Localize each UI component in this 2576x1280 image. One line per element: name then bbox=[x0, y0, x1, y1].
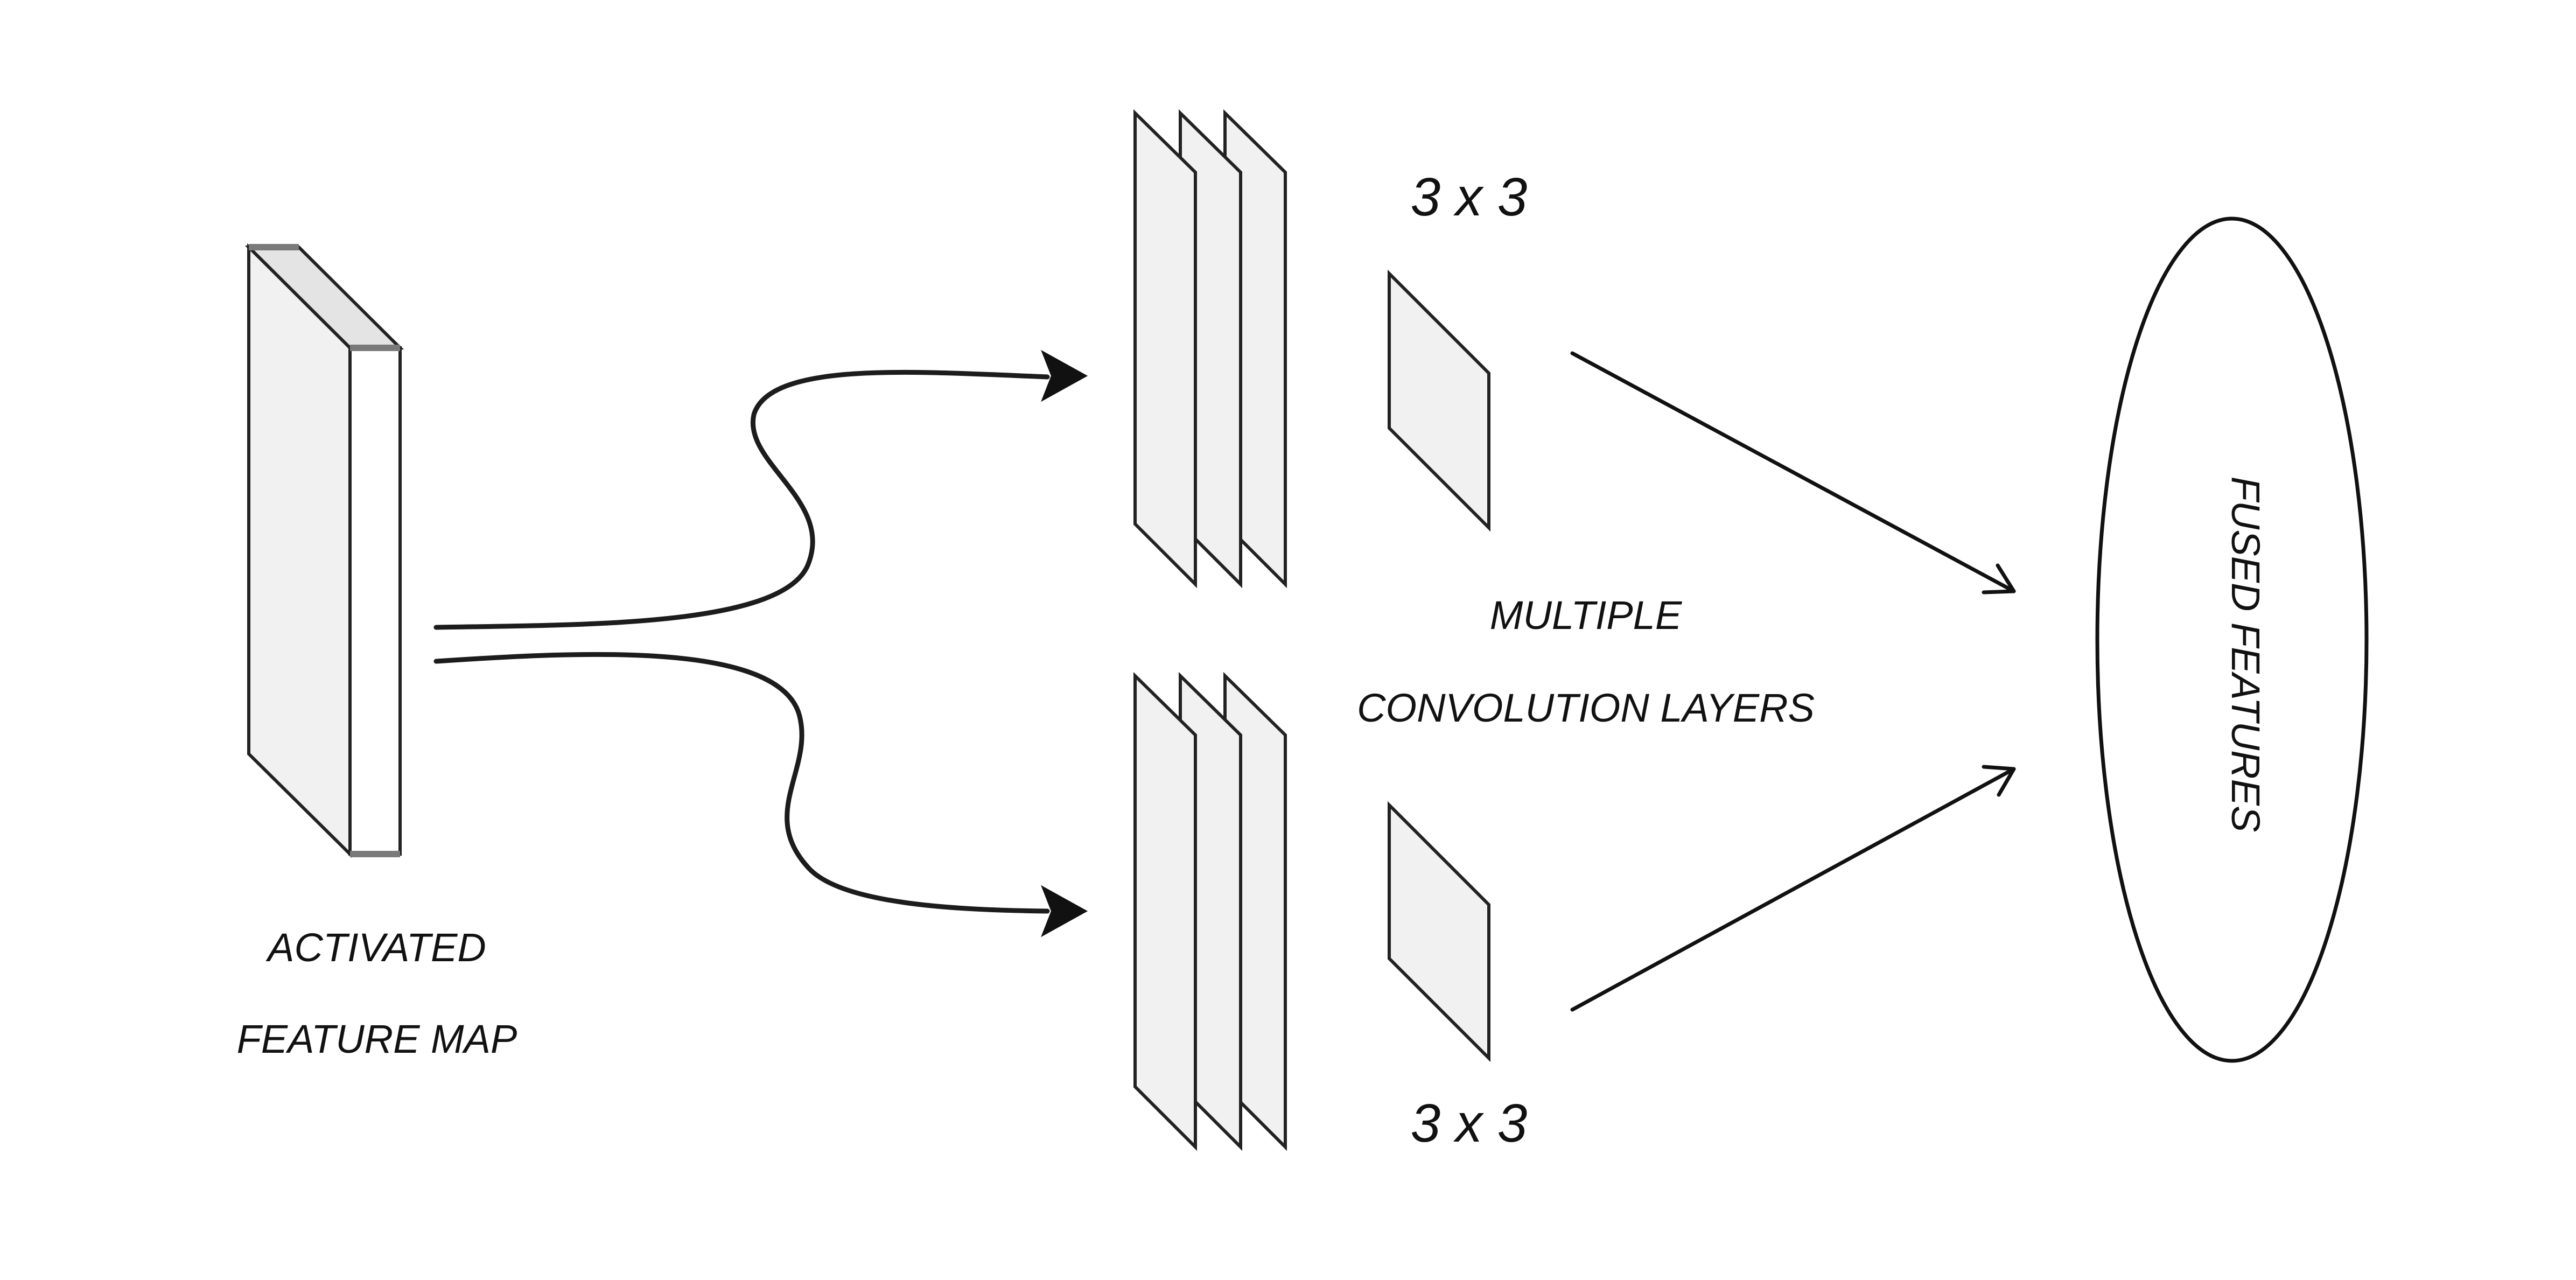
conv-layer-top-1 bbox=[1133, 109, 1197, 589]
arrow-to-fused-top bbox=[1570, 351, 2016, 594]
curve-arrow-bottom-head bbox=[1041, 885, 1088, 938]
conv-layer-stack-bottom bbox=[1133, 672, 1287, 1151]
feature-map-side-face bbox=[348, 346, 402, 856]
feature-map-front-face bbox=[247, 243, 352, 858]
curve-arrow-top-path bbox=[433, 369, 1050, 630]
input-label-line1: ACTIVATED bbox=[265, 925, 486, 970]
curve-arrow-top bbox=[433, 349, 1088, 630]
kernel-bottom bbox=[1388, 801, 1490, 1062]
arrow-to-fused-bottom-line bbox=[1570, 767, 2016, 1012]
arrow-to-fused-top-head bbox=[1982, 563, 2016, 594]
kernel-top bbox=[1388, 269, 1490, 532]
arrow-to-fused-bottom bbox=[1570, 765, 2016, 1012]
kernel-size-label-top: 3 x 3 bbox=[1411, 167, 1528, 227]
curve-arrow-bottom bbox=[433, 652, 1088, 938]
kernel-size-label-bottom: 3 x 3 bbox=[1411, 1093, 1528, 1153]
feature-map-block bbox=[244, 243, 404, 858]
middle-label-line1: MULTIPLE bbox=[1490, 593, 1683, 638]
middle-label-line2: CONVOLUTION LAYERS bbox=[1357, 686, 1815, 730]
conv-layer-bottom-1 bbox=[1133, 672, 1197, 1151]
arrow-to-fused-top-line bbox=[1570, 351, 2016, 593]
output-label: FUSED FEATURES bbox=[2223, 477, 2268, 833]
input-label-line2: FEATURE MAP bbox=[237, 1017, 517, 1061]
curve-arrow-top-head bbox=[1041, 349, 1088, 402]
curve-arrow-bottom-path bbox=[433, 652, 1050, 914]
conv-layer-stack-top bbox=[1133, 109, 1287, 589]
fused-features-ellipse bbox=[2095, 216, 2369, 1063]
arrow-to-fused-bottom-head bbox=[1982, 765, 2016, 797]
